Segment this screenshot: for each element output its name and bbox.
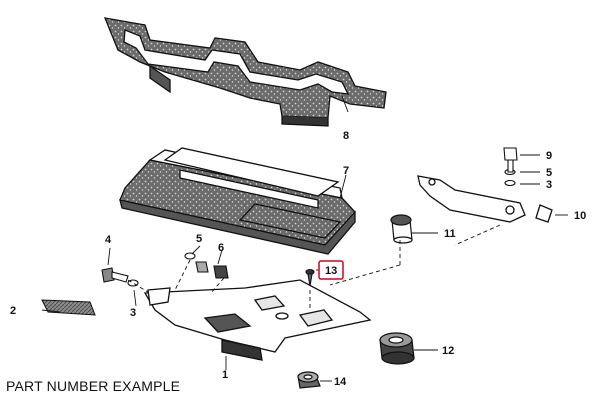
callout-14: 14: [334, 376, 347, 388]
part-9-bolt: [503, 147, 518, 173]
part-2-strip: [41, 299, 96, 316]
part-7-tray: [119, 147, 356, 255]
callout-13[interactable]: 13: [325, 265, 337, 277]
callout-3a: 3: [130, 307, 136, 319]
part-12-bushing: [379, 332, 415, 365]
callout-8: 8: [343, 130, 349, 142]
footer-caption: PART NUMBER EXAMPLE: [6, 378, 181, 394]
part-11-grommet: [390, 214, 413, 244]
callout-6: 6: [218, 242, 224, 254]
callout-1: 1: [222, 369, 228, 381]
callout-5a: 5: [196, 233, 202, 245]
part-14-nut: [297, 371, 321, 389]
part-1-bracket: [143, 279, 372, 361]
callout-3b: 3: [546, 179, 552, 191]
callout-10: 10: [574, 210, 586, 222]
callout-12: 12: [442, 345, 454, 357]
part-13-screw: [305, 268, 315, 287]
callout-7: 7: [343, 165, 349, 177]
part-10-bracket: [417, 175, 553, 223]
callout-2: 2: [10, 305, 16, 317]
leader-lines: [41, 95, 568, 382]
callout-5b: 5: [546, 167, 552, 179]
callout-11: 11: [444, 228, 456, 240]
callout-4: 4: [105, 234, 112, 246]
part-8-frame: [103, 17, 387, 127]
callout-13-highlight-box[interactable]: [318, 260, 344, 280]
callout-9: 9: [546, 150, 552, 162]
part-4-bolt: [101, 267, 129, 283]
